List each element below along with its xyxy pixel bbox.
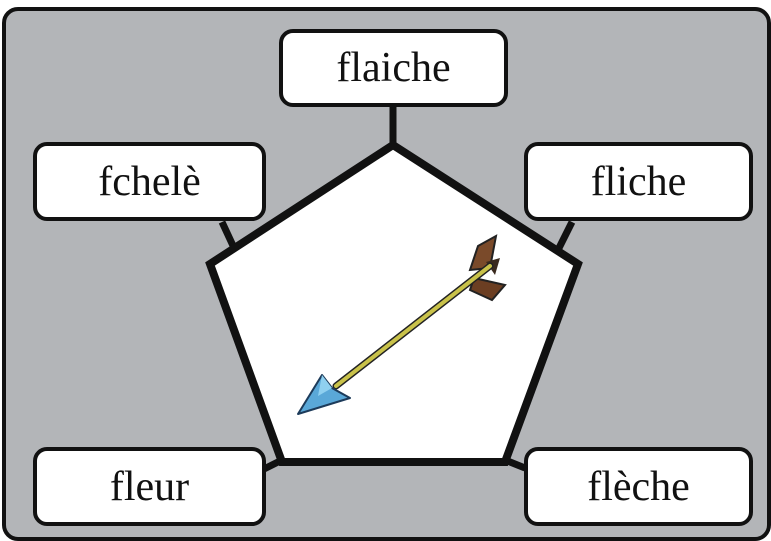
choice-fleche[interactable]: flèche	[524, 447, 753, 526]
choice-fleur[interactable]: fleur	[33, 447, 266, 526]
choice-fchele[interactable]: fchelè	[33, 142, 266, 221]
arrow-icon	[297, 234, 507, 415]
connector-right	[554, 220, 576, 252]
choice-fliche[interactable]: fliche	[524, 142, 753, 221]
pentagon-frame	[205, 140, 583, 466]
choice-flaiche[interactable]: flaiche	[279, 29, 508, 107]
